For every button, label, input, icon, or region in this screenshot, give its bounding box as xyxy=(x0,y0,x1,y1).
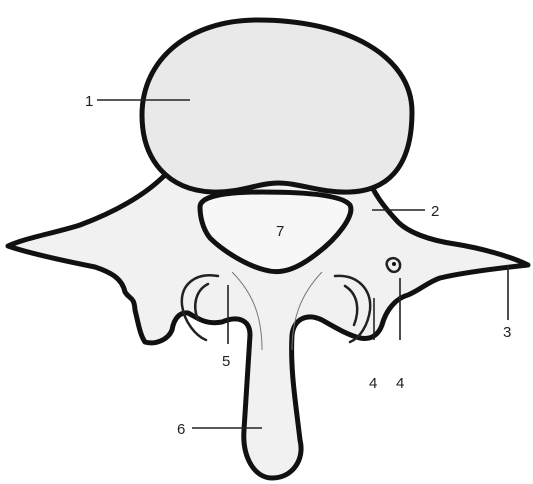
label-4a: 4 xyxy=(369,375,377,392)
label-2: 2 xyxy=(431,203,439,220)
label-3: 3 xyxy=(503,324,511,341)
label-7: 7 xyxy=(276,223,284,240)
vertebral-body xyxy=(142,20,412,192)
label-4b: 4 xyxy=(396,375,404,392)
label-1: 1 xyxy=(85,93,93,110)
mammillary-dot xyxy=(392,262,396,266)
label-5: 5 xyxy=(222,353,230,370)
label-6: 6 xyxy=(177,421,185,438)
